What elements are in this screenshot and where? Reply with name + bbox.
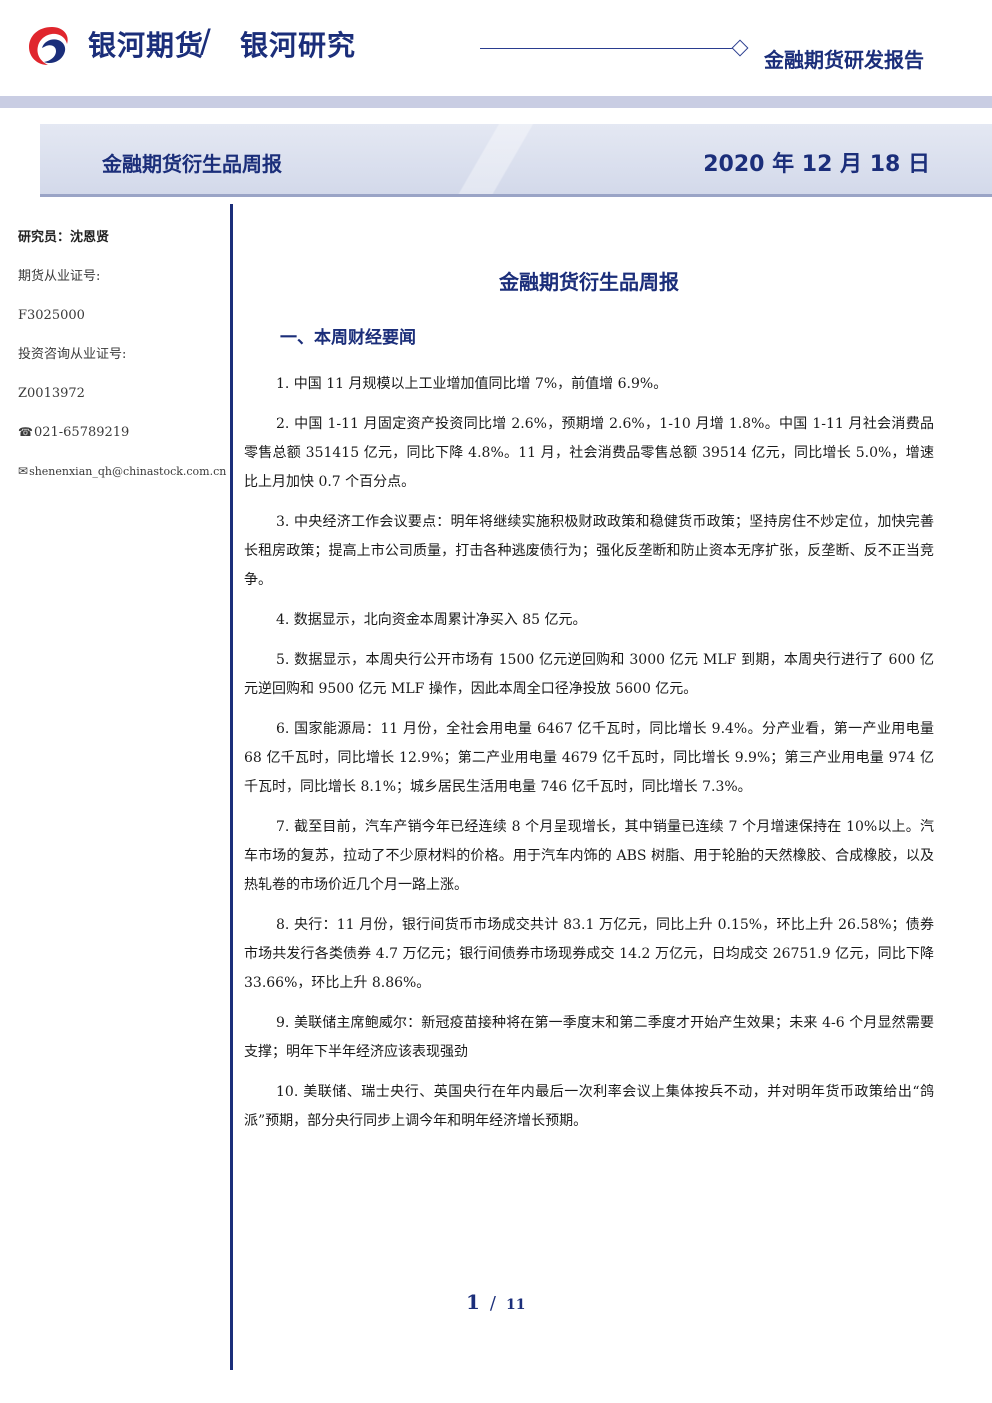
futures-cert-label: 期货从业证号:: [18, 269, 101, 284]
yinhe-logo-icon: [29, 27, 68, 65]
report-header: 银河期货 / 银河研究 金融期货研发报告: [0, 0, 992, 96]
news-item: 3. 中央经济工作会议要点：明年将继续实施积极财政政策和稳健货币政策；坚持房住不…: [244, 514, 934, 588]
news-item: 9. 美联储主席鲍威尔：新冠疫苗接种将在第一季度末和第二季度才开始产生效果；未来…: [244, 1015, 934, 1060]
header-band: [0, 96, 992, 108]
page-number: 1 / 11: [466, 1290, 525, 1314]
news-item: 10. 美联储、瑞士央行、英国央行在年内最后一次利率会议上集体按兵不动，并对明年…: [244, 1084, 934, 1129]
phone-line: ☎021-65789219: [18, 423, 228, 442]
section-heading: 一、本周财经要闻: [280, 328, 416, 348]
document-title: 金融期货衍生品周报: [499, 270, 679, 294]
author-sidebar: 研究员：沈恩贤 期货从业证号: F3025000 投资咨询从业证号: Z0013…: [18, 228, 228, 501]
invest-cert-number: Z0013972: [18, 386, 85, 401]
sidebar-divider: [230, 204, 233, 1370]
page-total: 11: [506, 1297, 526, 1313]
brand-research: 银河研究: [240, 29, 357, 62]
futures-cert-number: F3025000: [18, 308, 85, 323]
mail-icon: ✉: [18, 464, 29, 478]
news-item: 2. 中国 1-11 月固定资产投资同比增 2.6%，预期增 2.6%，1-10…: [244, 416, 934, 490]
title-banner: 金融期货衍生品周报 2020 年 12 月 18 日: [40, 124, 992, 197]
report-date: 2020 年 12 月 18 日: [703, 152, 930, 177]
brand-name: 银河期货: [88, 29, 205, 62]
email-address[interactable]: shenenxian_qh@chinastock.com.cn: [29, 465, 227, 478]
invest-cert-label: 投资咨询从业证号:: [18, 347, 127, 362]
page-current: 1: [466, 1290, 480, 1314]
report-type: 金融期货研发报告: [764, 48, 924, 72]
report-body: 金融期货衍生品周报 一、本周财经要闻 1. 中国 11 月规模以上工业增加值同比…: [244, 258, 934, 1147]
news-item: 1. 中国 11 月规模以上工业增加值同比增 7%，前值增 6.9%。: [276, 376, 668, 392]
news-item: 8. 央行：11 月份，银行间货币市场成交共计 83.1 万亿元，同比上升 0.…: [244, 917, 934, 991]
page-separator: /: [489, 1293, 496, 1314]
news-item: 7. 截至目前，汽车产销今年已经连续 8 个月呈现增长，其中销量已连续 7 个月…: [244, 819, 934, 893]
diamond-icon: [731, 39, 749, 57]
banner-decoration: [430, 124, 560, 194]
brand-separator: /: [200, 22, 211, 60]
news-item: 5. 数据显示，本周央行公开市场有 1500 亿元逆回购和 3000 亿元 ML…: [244, 652, 934, 697]
phone-number: 021-65789219: [33, 425, 130, 440]
header-rule: [480, 48, 736, 49]
banner-title: 金融期货衍生品周报: [102, 152, 282, 176]
email-line: ✉shenenxian_qh@chinastock.com.cn: [18, 462, 228, 481]
phone-icon: ☎: [18, 425, 33, 439]
news-item: 6. 国家能源局：11 月份，全社会用电量 6467 亿千瓦时，同比增长 9.4…: [244, 721, 934, 795]
researcher-name: 研究员：沈恩贤: [18, 230, 110, 245]
news-item: 4. 数据显示，北向资金本周累计净买入 85 亿元。: [276, 612, 587, 628]
